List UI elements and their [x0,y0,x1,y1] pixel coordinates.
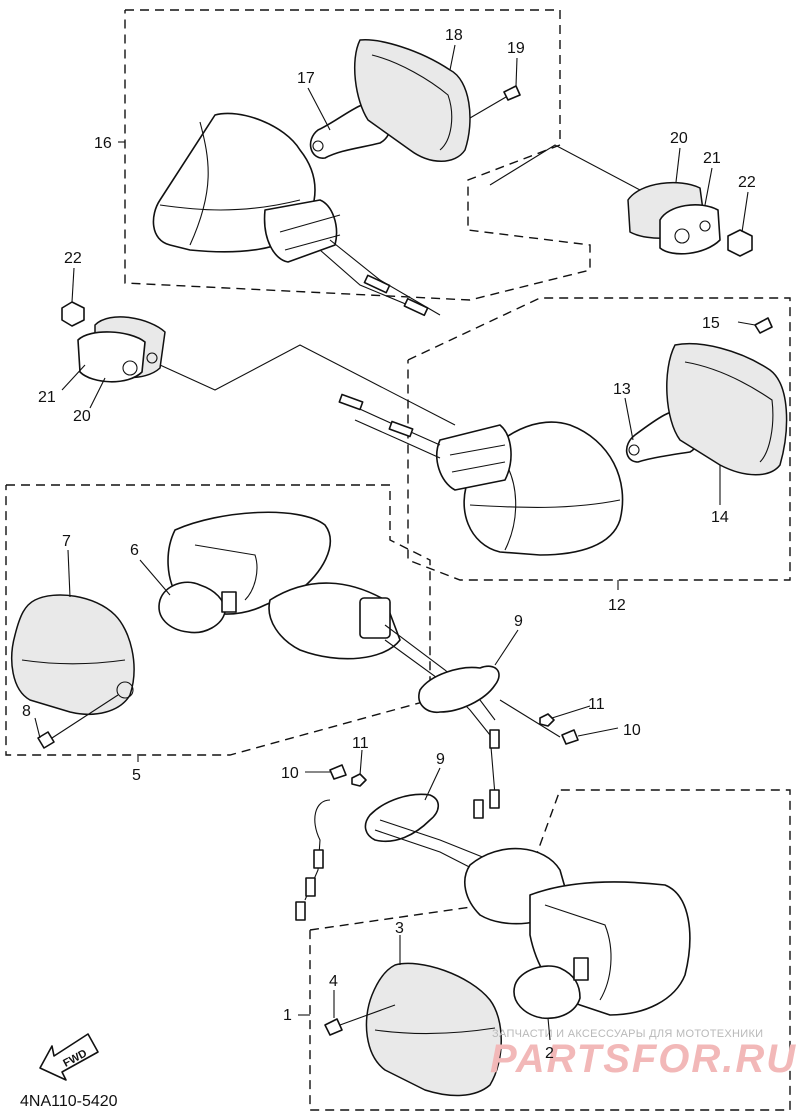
callout-9-bottom: 9 [436,751,445,768]
callout-8: 8 [22,703,31,720]
lens-3 [365,962,502,1097]
screw-10-left [561,729,579,745]
lens-14 [666,342,788,476]
callout-22-right: 22 [738,174,756,191]
callout-10-bottom: 10 [281,765,299,782]
callout-20-right: 20 [670,130,688,147]
diagram-code: 4NA110-5420 [20,1093,118,1110]
signal-stem-top [263,199,338,263]
callout-1: 1 [283,1007,292,1024]
watermark: ЗАПЧАСТИ И АКСЕССУАРЫ ДЛЯ МОТОТЕХНИКИ PA… [490,1028,797,1081]
fwd-arrow-icon [39,1033,99,1081]
lens-18 [354,39,471,162]
mount-hardware-left [61,301,456,426]
watermark-tagline: ЗАПЧАСТИ И АКСЕССУАРЫ ДЛЯ МОТОТЕХНИКИ [492,1028,763,1040]
screw-19 [503,85,521,101]
fwd-arrow: FWD [39,1033,99,1081]
screw-10-bottom [329,764,347,780]
plate-21-right [659,204,721,255]
bulb-2 [513,965,581,1020]
nut-11-bottom [351,773,367,787]
callout-17: 17 [297,70,315,87]
mount-hardware-right [627,181,753,257]
callout-11-left: 11 [588,696,605,713]
watermark-logo: PARTSFOR.RU [490,1037,797,1081]
callout-14: 14 [711,509,729,526]
callout-18: 18 [445,27,463,44]
callout-11-bottom: 11 [352,735,369,752]
lens-7 [11,594,135,715]
callout-22-left: 22 [64,250,82,267]
boundary-assembly-16 [124,9,591,301]
turn-signal-assembly-bottom [295,764,691,1097]
callout-6: 6 [130,542,139,559]
callout-21-right: 21 [703,150,721,167]
callout-10-left: 10 [623,722,641,739]
callout-leaders [34,44,756,1041]
callout-13: 13 [613,381,631,398]
plate-9-left [418,665,500,714]
callout-15: 15 [702,315,720,332]
nut-11-left [539,713,555,727]
boundary-assembly-5 [5,484,431,756]
callout-16: 16 [94,135,112,152]
turn-signal-assembly-right [338,317,788,556]
signal-stem-right [436,424,512,491]
callout-19: 19 [507,40,525,57]
callout-4: 4 [329,973,338,990]
turn-signal-assembly-left [11,511,579,819]
callout-9-left: 9 [514,613,523,630]
screw-15 [754,317,773,334]
callout-3: 3 [395,920,404,937]
callout-5: 5 [132,767,141,784]
nut-22-left [61,301,85,327]
plate-21-left [77,331,146,383]
plate-9-bottom [364,793,440,843]
callout-2: 2 [545,1045,554,1062]
callout-7: 7 [62,533,71,550]
screw-4 [324,1018,343,1036]
callout-12: 12 [608,597,626,614]
callout-21-left: 21 [38,389,56,406]
callout-numbers: 18 17 19 16 20 21 22 22 21 20 15 13 14 1… [22,27,756,1062]
screw-8 [37,731,55,749]
nut-22-right [727,229,753,257]
callout-20-left: 20 [73,408,91,425]
turn-signal-assembly-top [152,39,641,317]
boundary-assembly-12 [407,297,791,581]
